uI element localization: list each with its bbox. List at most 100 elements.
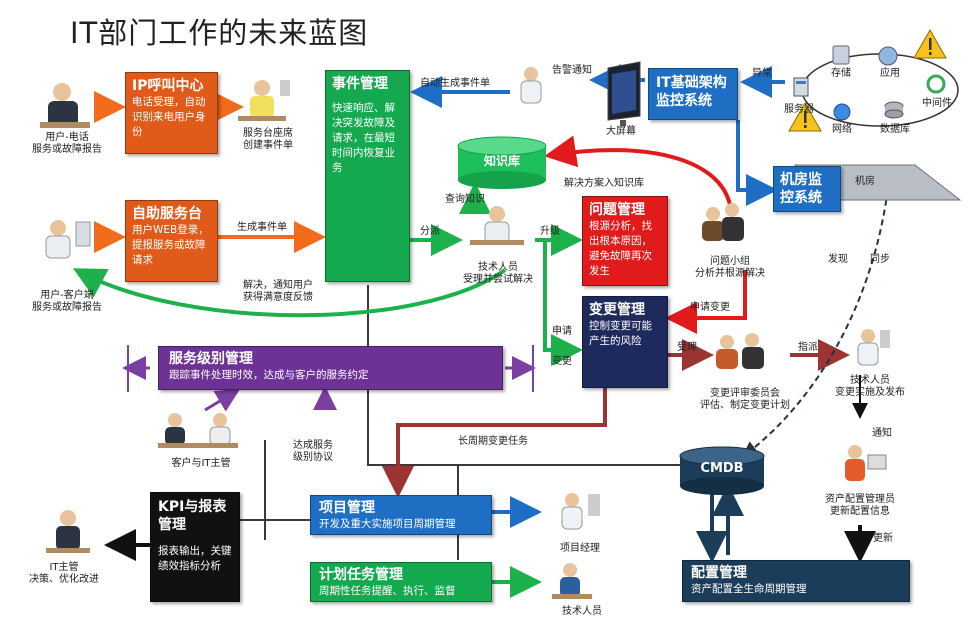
label-sla-agreement: 达成服务 级别协议 [293, 440, 333, 463]
box-title: 服务级别管理 [169, 351, 253, 367]
label-network: 网络 [832, 124, 852, 135]
self-service-box[interactable]: 自助服务台 用户WEB登录，提报服务或故障请求 [125, 200, 218, 282]
label-create-ticket: 生成事件单 [237, 222, 287, 233]
knowledge-base-label[interactable]: 知识库 [462, 152, 542, 172]
box-title: 机房监控系统 [780, 172, 822, 206]
knowledge-cylinder [457, 136, 547, 189]
box-desc: 周期性任务提醒、执行、监督 [319, 585, 456, 597]
server-icon [793, 77, 809, 97]
label-machine-room: 机房 [855, 176, 875, 187]
application-icon [878, 46, 898, 66]
box-desc: 快速响应、解决突发故障及请求，在最短时间内恢复业务 [332, 102, 395, 174]
cmdb-label[interactable]: CMDB [682, 460, 762, 480]
label-update: 更新 [873, 533, 893, 544]
label-problem-team: 问题小组 分析并根源解决 [695, 256, 765, 279]
label-auto-ticket: 自动生成事件单 [420, 78, 490, 89]
person-tech-staff-3-icon [552, 563, 592, 599]
label-resolve-notify: 解决，通知用户 获得满意度反馈 [243, 280, 313, 303]
label-tech-staff-2: 技术人员 变更实施及发布 [835, 375, 905, 398]
room-monitor-box[interactable]: 机房监控系统 [773, 166, 841, 212]
label-discover: 发现 [828, 254, 848, 265]
label-abnormal: 异常 [752, 68, 772, 79]
box-title: 问题管理 [589, 202, 645, 218]
label-assign: 指派 [798, 342, 818, 353]
database-icon [884, 101, 904, 119]
big-screen-icon [607, 61, 641, 126]
label-middleware: 中间件 [922, 98, 952, 109]
warning-icon [913, 28, 947, 59]
ip-call-center-box[interactable]: IP呼叫中心 电话受理，自动识别来电用户身份 [125, 72, 218, 154]
box-desc: 控制变更可能产生的风险 [589, 320, 652, 347]
plan-task-box[interactable]: 计划任务管理 周期性任务提醒、执行、监督 [310, 562, 492, 602]
label-upgrade: 升级 [540, 226, 560, 237]
box-desc: 报表输出，关键绩效指标分析 [158, 545, 232, 572]
cmdb-cylinder [679, 446, 765, 495]
red-arrows [544, 135, 747, 334]
box-title: CMDB [700, 461, 744, 476]
box-desc: 跟踪事件处理时效，达成与客户的服务约定 [169, 369, 369, 381]
label-long-cycle: 长周期变更任务 [458, 436, 528, 447]
label-change: 变更 [552, 356, 572, 367]
person-tech-staff-2-icon [857, 329, 890, 366]
label-cab: 变更评审委员会 评估、制定变更计划 [700, 388, 790, 411]
label-database: 数据库 [880, 124, 910, 135]
change-management-box[interactable]: 变更管理 控制变更可能产生的风险 [582, 296, 668, 388]
label-user-phone: 用户-电话 服务或故障报告 [32, 132, 102, 155]
box-desc: 用户WEB登录，提报服务或故障请求 [132, 224, 209, 266]
label-approve: 受理 [677, 342, 697, 353]
incident-management-box[interactable]: 事件管理 快速响应、解决突发故障及请求，在最短时间内恢复业务 [325, 70, 410, 282]
person-alarm-icon [520, 67, 542, 104]
box-title: KPI与报表管理 [158, 499, 227, 533]
label-project-manager: 项目经理 [560, 543, 600, 554]
warning-icon [788, 101, 822, 132]
label-solution-kb: 解决方案入知识库 [564, 178, 644, 189]
label-sync: 同步 [870, 254, 890, 265]
purple-arrows [122, 345, 536, 412]
discover-sync-dashed [741, 169, 891, 458]
box-desc: 电话受理，自动识别来电用户身份 [132, 96, 206, 138]
box-desc: 资产配置全生命周期管理 [691, 583, 807, 595]
label-application: 应用 [880, 68, 900, 79]
orange-arrows [94, 91, 326, 253]
person-it-manager-icon [46, 510, 90, 553]
box-desc: 开发及重大实施项目周期管理 [319, 518, 456, 530]
label-it-manager: IT主管 决策、优化改进 [29, 562, 99, 585]
green-arrows [72, 182, 583, 598]
label-alarm: 告警通知 [552, 65, 592, 76]
config-management-box[interactable]: 配置管理 资产配置全生命周期管理 [682, 560, 910, 602]
person-config-admin-icon [845, 445, 887, 481]
person-problem-team-icon [702, 203, 744, 241]
box-title: IP呼叫中心 [132, 78, 204, 94]
box-title: 项目管理 [319, 500, 375, 516]
problem-management-box[interactable]: 问题管理 根源分析，找出根本原因，避免故障再次发生 [582, 196, 668, 286]
label-tech-staff-1: 技术人员 受理并尝试解决 [463, 262, 533, 285]
person-cab-icon [716, 333, 764, 369]
label-desk-staff: 服务台座席 创建事件单 [243, 128, 293, 151]
label-dispatch: 分派 [420, 226, 440, 237]
backbone-lines [240, 285, 690, 560]
infrastructure-ring [801, 53, 959, 127]
box-title: 自助服务台 [132, 206, 202, 222]
navy-arrows [696, 484, 744, 563]
person-tech-staff-icon [470, 206, 524, 245]
person-desk-staff-icon [238, 80, 290, 121]
box-desc: 根源分析，找出根本原因，避免故障再次发生 [589, 220, 652, 277]
darkred-arrows [382, 339, 850, 498]
box-title: 知识库 [483, 154, 520, 168]
sla-management-box[interactable]: 服务级别管理 跟踪事件处理时效，达成与客户的服务约定 [158, 346, 503, 390]
project-management-box[interactable]: 项目管理 开发及重大实施项目周期管理 [310, 495, 492, 535]
person-project-manager-icon [561, 493, 600, 530]
it-infra-monitor-box[interactable]: IT基础架构监控系统 [648, 68, 738, 120]
person-user-phone-icon [40, 83, 90, 128]
middleware-icon [926, 74, 946, 94]
box-title: 配置管理 [691, 565, 747, 581]
label-user-client: 用户-客户端 服务或故障报告 [32, 290, 102, 313]
label-server: 服务器 [784, 104, 814, 115]
label-query-knowledge: 查询知识 [445, 194, 485, 205]
kpi-report-box[interactable]: KPI与报表管理 报表输出，关键绩效指标分析 [150, 492, 240, 602]
label-storage: 存储 [831, 68, 851, 79]
label-config-admin: 资产配置管理员 更新配置信息 [825, 494, 895, 517]
label-notify: 通知 [872, 428, 892, 439]
box-title: 变更管理 [589, 302, 645, 318]
dark-arrows [104, 375, 876, 563]
